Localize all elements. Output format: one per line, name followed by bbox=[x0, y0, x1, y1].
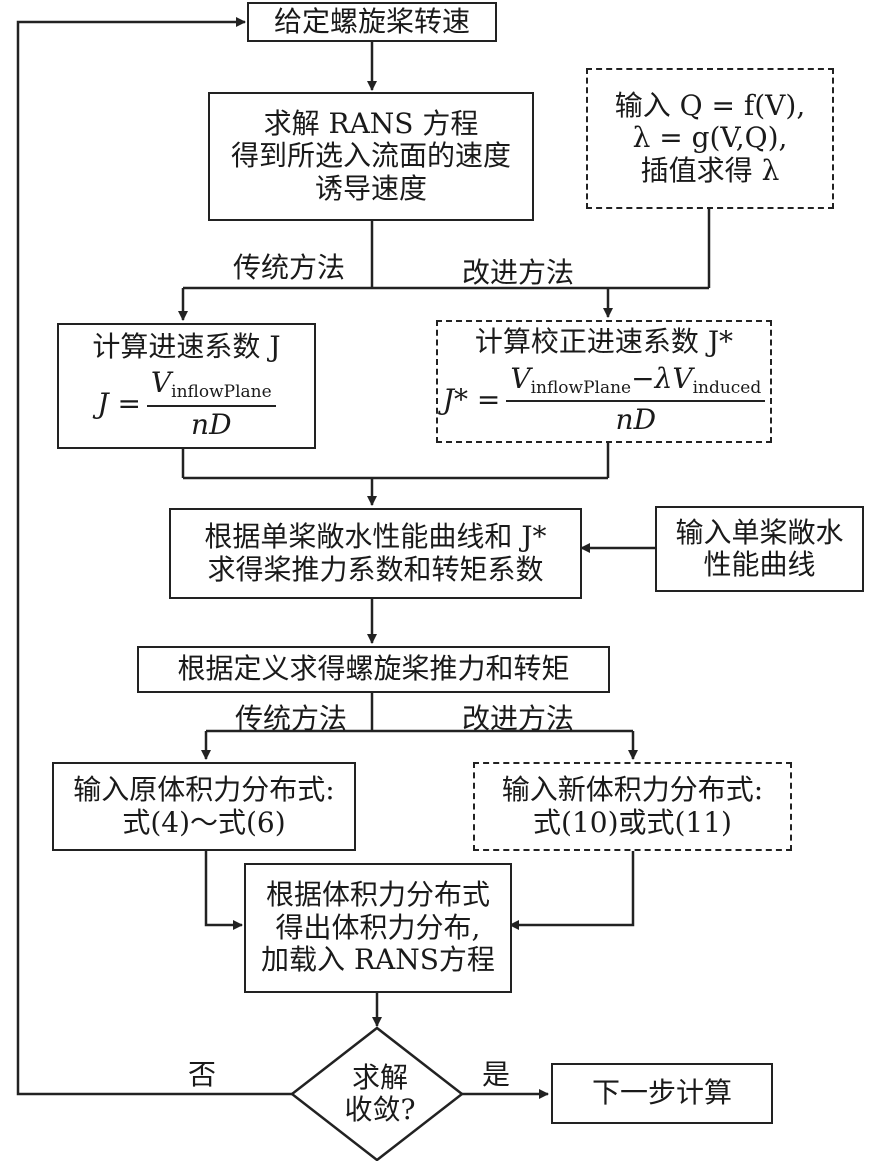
rans-line-3: 诱导速度 bbox=[314, 171, 427, 205]
input-curve-line-2: 性能曲线 bbox=[703, 548, 816, 581]
decision-line-1: 求解 bbox=[351, 1060, 408, 1094]
calc-j-num-sub: inflowPlane bbox=[171, 382, 272, 403]
branch1-traditional-label: 传统方法 bbox=[233, 251, 346, 284]
branch2-traditional-label: 传统方法 bbox=[235, 702, 348, 735]
arrow-orig-to-load bbox=[204, 850, 243, 930]
coef-line-2: 求得桨推力系数和转矩系数 bbox=[207, 552, 544, 586]
input-q-line-1: 输入 Q = f(V), bbox=[614, 88, 806, 122]
input-curve-line-1: 输入单桨敞水 bbox=[675, 515, 844, 549]
rans-line-1: 求解 RANS 方程 bbox=[263, 106, 479, 140]
input-q-box: 输入 Q = f(V), λ = g(V,Q), 插值求得 λ bbox=[586, 68, 834, 209]
calc-jstar-denominator: nD bbox=[615, 403, 657, 437]
new-dist-line-2: 式(10)或式(11) bbox=[533, 805, 732, 839]
orig-dist-box: 输入原体积力分布式: 式(4)～式(6) bbox=[52, 762, 356, 851]
decision-line-2: 收敛? bbox=[344, 1093, 416, 1126]
calc-jstar-minus-lambda: −λ bbox=[631, 361, 673, 395]
load-line-2: 得出体积力分布, bbox=[275, 910, 481, 944]
calc-jstar-lhs: J* = bbox=[442, 382, 501, 416]
load-line-1: 根据体积力分布式 bbox=[265, 878, 490, 912]
start-box: 给定螺旋桨转速 bbox=[247, 2, 497, 42]
arrow-no-loop-back bbox=[16, 17, 292, 1096]
calc-j-box: 计算进速系数 J J = VinflowPlane nD bbox=[57, 323, 316, 449]
calc-j-num-var: V bbox=[150, 366, 172, 400]
calc-jstar-box: 计算校正进速系数 J* J* = VinflowPlane−λVinduced … bbox=[436, 320, 772, 443]
new-dist-line-1: 输入新体积力分布式: bbox=[501, 773, 764, 807]
yes-label: 是 bbox=[482, 1058, 511, 1091]
next-step-box: 下一步计算 bbox=[551, 1063, 773, 1124]
thrust-text: 根据定义求得螺旋桨推力和转矩 bbox=[177, 652, 570, 686]
thrust-box: 根据定义求得螺旋桨推力和转矩 bbox=[137, 646, 610, 693]
calc-jstar-numerator: VinflowPlane−λVinduced bbox=[506, 361, 766, 403]
decision-text: 求解 收敛? bbox=[300, 1052, 460, 1136]
rans-solve-box: 求解 RANS 方程 得到所选入流面的速度 诱导速度 bbox=[208, 92, 534, 221]
calc-j-fraction: VinflowPlane nD bbox=[146, 366, 276, 441]
start-text: 给定螺旋桨转速 bbox=[273, 4, 470, 38]
calc-jstar-num-sub2: induced bbox=[692, 377, 762, 398]
calc-j-title: 计算进速系数 J bbox=[92, 329, 281, 363]
load-line-3: 加载入 RANS方程 bbox=[261, 943, 495, 977]
calc-j-numerator: VinflowPlane bbox=[146, 366, 276, 407]
coef-box: 根据单桨敞水性能曲线和 J* 求得桨推力系数和转矩系数 bbox=[169, 508, 582, 599]
input-q-line-2: λ = g(V,Q), bbox=[632, 121, 788, 155]
branch1-improved-label: 改进方法 bbox=[462, 256, 575, 289]
new-dist-box: 输入新体积力分布式: 式(10)或式(11) bbox=[473, 762, 792, 851]
input-curve-box: 输入单桨敞水 性能曲线 bbox=[655, 506, 864, 592]
calc-jstar-num-sub1: inflowPlane bbox=[530, 377, 632, 398]
coef-line-1: 根据单桨敞水性能曲线和 J* bbox=[204, 520, 547, 554]
load-box: 根据体积力分布式 得出体积力分布, 加载入 RANS方程 bbox=[244, 863, 512, 993]
rans-line-2: 得到所选入流面的速度 bbox=[230, 139, 511, 173]
calc-j-denominator: nD bbox=[191, 407, 232, 441]
arrow-new-to-load bbox=[509, 850, 635, 930]
calc-jstar-title: 计算校正进速系数 J* bbox=[474, 325, 734, 359]
branch2-improved-label: 改进方法 bbox=[462, 702, 575, 735]
calc-j-formula: J = VinflowPlane nD bbox=[97, 366, 276, 441]
calc-jstar-num-var1: V bbox=[510, 361, 531, 395]
no-label: 否 bbox=[188, 1058, 217, 1091]
calc-jstar-num-var2: V bbox=[672, 361, 693, 395]
next-step-text: 下一步计算 bbox=[591, 1076, 732, 1110]
calc-jstar-fraction: VinflowPlane−λVinduced nD bbox=[506, 361, 766, 437]
orig-dist-line-2: 式(4)～式(6) bbox=[122, 805, 286, 839]
decision-diamond bbox=[289, 1026, 465, 1161]
calc-j-lhs: J = bbox=[97, 387, 141, 420]
orig-dist-line-1: 输入原体积力分布式: bbox=[73, 773, 335, 807]
calc-jstar-formula: J* = VinflowPlane−λVinduced nD bbox=[442, 361, 766, 437]
input-q-line-3: 插值求得 λ bbox=[640, 153, 780, 187]
